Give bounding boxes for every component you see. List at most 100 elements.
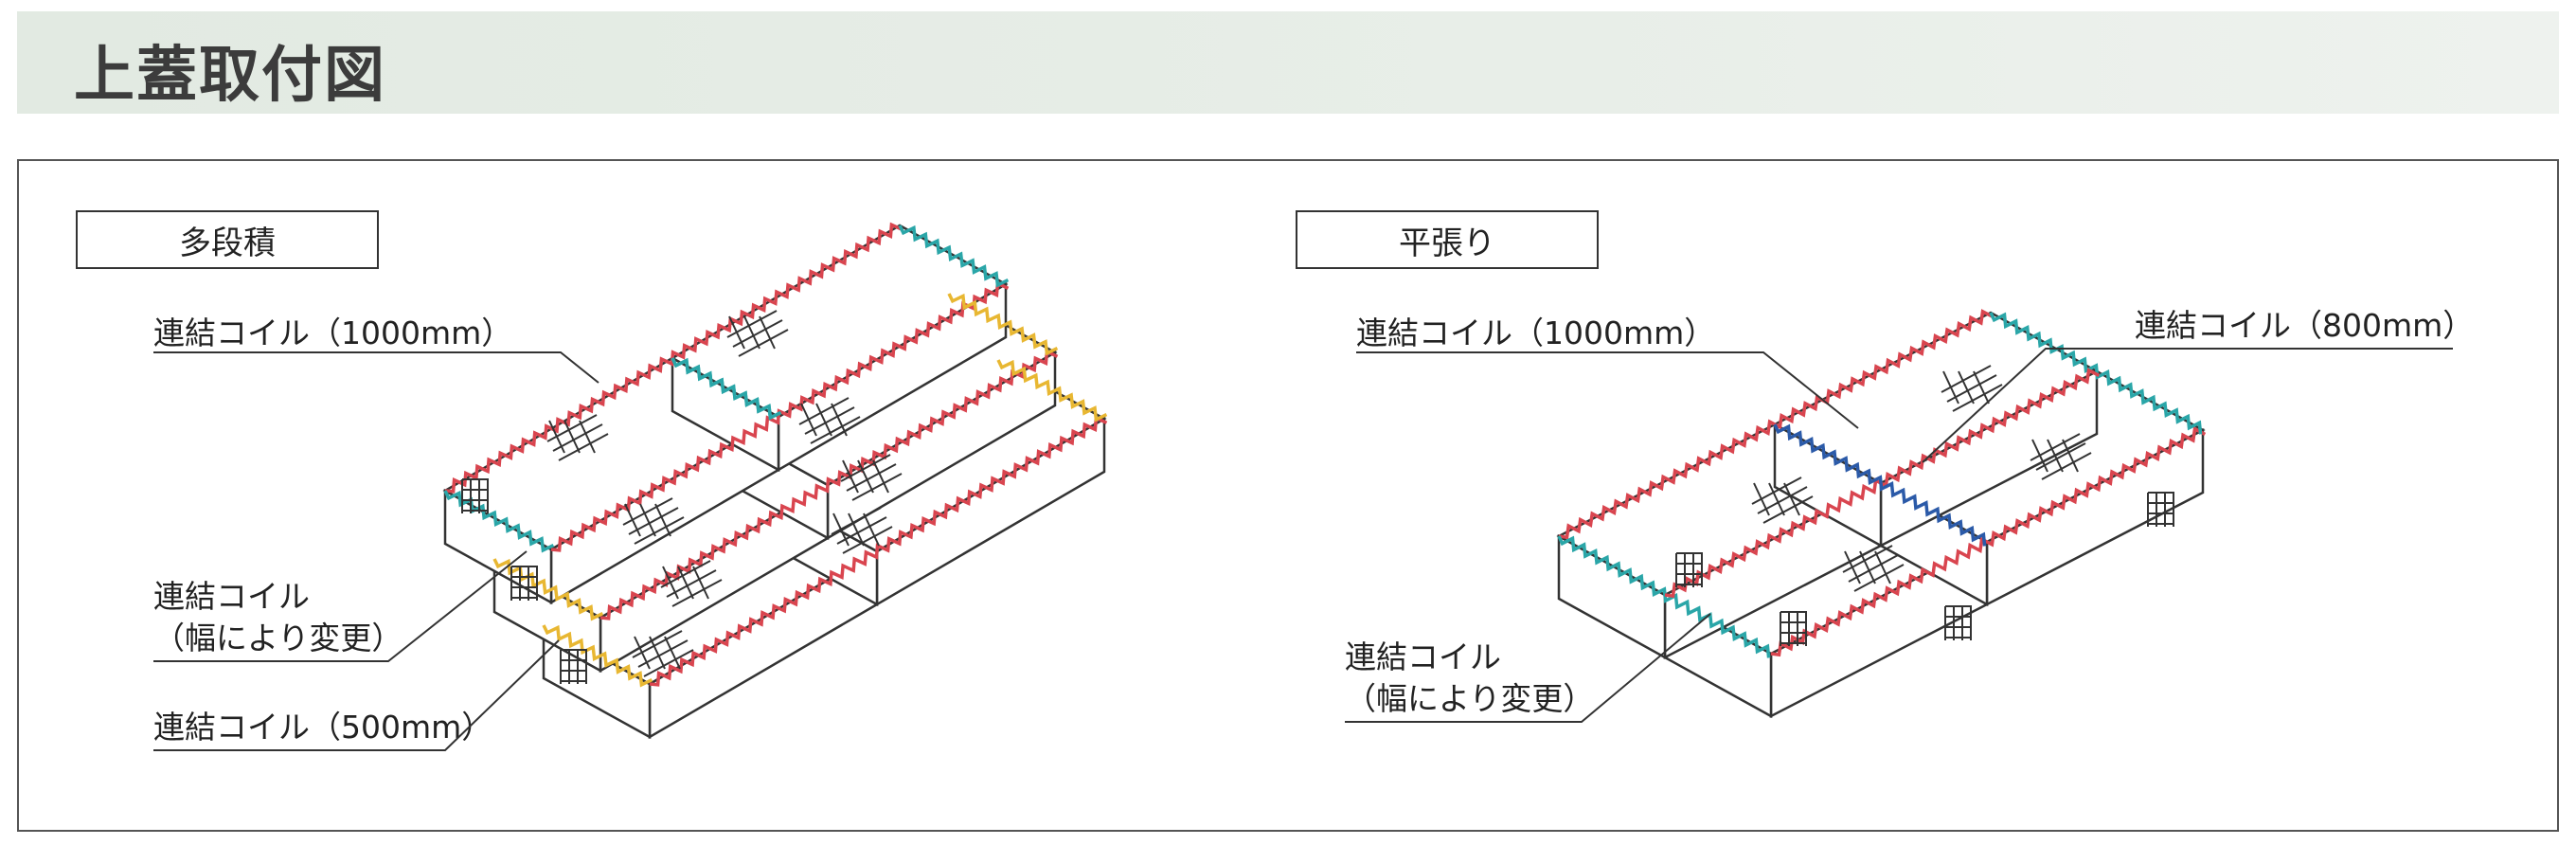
coil-red <box>599 349 1059 620</box>
mesh-symbol <box>831 507 893 554</box>
mesh-line <box>815 403 832 437</box>
diagram-frame <box>17 159 2559 832</box>
mesh-line <box>649 636 666 670</box>
mesh-line <box>842 526 893 554</box>
mesh-line <box>1751 476 1802 505</box>
coil-red <box>649 415 1108 687</box>
mesh-symbol <box>622 497 685 545</box>
mesh-line <box>863 512 880 547</box>
mesh-line <box>643 649 694 677</box>
mesh-symbol <box>660 560 723 607</box>
mesh-line <box>671 579 723 607</box>
mesh-line <box>1844 550 1861 584</box>
mesh-symbol <box>726 310 789 357</box>
mesh-symbol <box>546 414 609 461</box>
mesh-line <box>872 459 889 494</box>
tier3-box-b <box>670 224 1009 473</box>
coil-teal <box>443 490 555 553</box>
mesh-symbol <box>632 630 694 677</box>
mesh-line <box>662 566 679 600</box>
mesh-line <box>738 329 789 357</box>
mesh-line <box>552 423 603 452</box>
mesh-symbol <box>1751 476 1814 524</box>
mesh-line <box>732 319 783 348</box>
front-mesh-symbol <box>2147 492 2174 527</box>
mesh-line <box>1859 550 1876 584</box>
coil-teal <box>1989 312 2203 435</box>
mesh-symbol <box>798 397 861 444</box>
mesh-line <box>666 569 717 598</box>
mesh-line <box>1942 370 1959 405</box>
flat-layout-diagram <box>1556 309 2207 719</box>
mesh-line <box>546 414 598 442</box>
mesh-line <box>637 639 689 668</box>
mesh-line <box>848 512 865 547</box>
mesh-line <box>634 636 651 670</box>
mesh-line <box>1973 370 1990 405</box>
title-band: 上蓋取付図 <box>17 11 2559 114</box>
multi-stack-diagram <box>442 222 1108 740</box>
right-panel-label: 平張り <box>1296 210 1599 269</box>
coil-red <box>550 280 1010 552</box>
left-panel-label: 多段積 <box>76 210 379 269</box>
front-mesh-symbol <box>1675 552 1703 587</box>
mesh-line <box>1853 564 1905 592</box>
mesh-line <box>2062 439 2079 473</box>
front-mesh-symbol <box>1944 605 1972 640</box>
mesh-line <box>677 566 694 600</box>
leader-right-width <box>1345 613 1711 723</box>
front-mesh-symbol <box>461 478 489 513</box>
mesh-line <box>1946 374 1997 403</box>
coil-blue <box>1773 423 1987 547</box>
coil-teal <box>671 357 782 421</box>
mesh-line <box>2030 433 2081 461</box>
flat-box-back-right <box>1772 311 2100 548</box>
mesh-line <box>810 416 861 444</box>
right-callout-800: 連結コイル（800mm） <box>2135 307 2475 344</box>
mesh-line <box>628 507 679 535</box>
leader-left-1000 <box>153 351 599 384</box>
mesh-line <box>558 433 609 461</box>
mesh-line <box>579 420 596 454</box>
coil-yellow <box>947 293 1059 356</box>
mesh-line <box>851 473 903 501</box>
right-callout-1000: 連結コイル（1000mm） <box>1356 315 1716 351</box>
right-callout-width-line1: 連結コイル <box>1345 638 1501 675</box>
coil-red <box>1770 426 2207 657</box>
mesh-line <box>622 497 673 526</box>
mesh-line <box>2047 439 2064 473</box>
coil-teal <box>898 225 1010 288</box>
mesh-line <box>836 516 887 545</box>
mesh-line <box>2031 439 2048 473</box>
left-callout-1000: 連結コイル（1000mm） <box>153 315 513 351</box>
mesh-line <box>832 512 850 547</box>
mesh-line <box>857 459 874 494</box>
mesh-line <box>692 566 709 600</box>
mesh-symbol <box>1842 545 1905 592</box>
mesh-line <box>2035 442 2086 471</box>
mesh-line <box>840 454 891 482</box>
mesh-line <box>660 560 711 588</box>
mesh-line <box>1941 365 1992 393</box>
mesh-line <box>831 403 848 437</box>
front-mesh-symbol <box>1780 611 1807 646</box>
mesh-line <box>639 503 656 537</box>
right-callout-width-line2: （幅により変更） <box>1345 680 1595 717</box>
mesh-symbol <box>840 454 903 501</box>
mesh-line <box>798 397 850 425</box>
mesh-line <box>804 406 855 435</box>
mesh-line <box>1874 550 1891 584</box>
leader-left-width <box>153 550 528 662</box>
mesh-line <box>1753 482 1770 516</box>
front-mesh-symbol <box>560 649 587 684</box>
coil-yellow <box>996 359 1108 422</box>
mesh-line <box>726 310 778 338</box>
coil-yellow <box>542 624 653 688</box>
mesh-line <box>743 315 760 350</box>
mesh-line <box>1783 482 1800 516</box>
left-callout-500: 連結コイル（500mm） <box>153 709 493 746</box>
mesh-line <box>564 420 581 454</box>
front-mesh-symbol <box>510 566 538 601</box>
mesh-line <box>624 503 641 537</box>
